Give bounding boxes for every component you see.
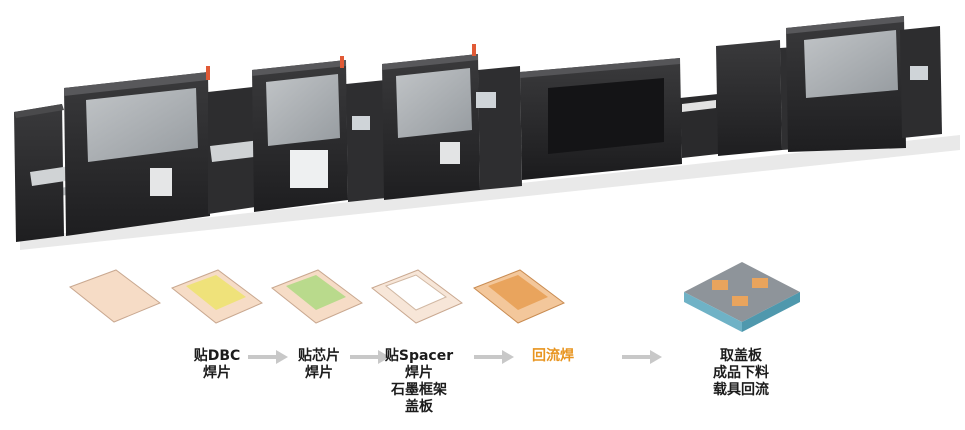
- board-stage-reflow: [473, 269, 565, 324]
- step-label-chip: 贴芯片 焊片: [298, 348, 340, 381]
- step-label-spacer: 贴Spacer 焊片 石墨框架 盖板: [384, 348, 454, 415]
- flow-arrow-4: [622, 350, 662, 364]
- unloader-module: [716, 16, 942, 156]
- board-stage-blank: [68, 269, 162, 323]
- step-label-reflow: 回流焊: [532, 348, 574, 364]
- loader-module: [14, 104, 72, 242]
- step-label-finish: 取盖板 成品下料 载具回流: [713, 348, 769, 398]
- machine-shadow: [20, 135, 960, 250]
- flow-arrow-2: [350, 350, 390, 364]
- placement-machine-3: [382, 44, 522, 200]
- flow-arrow-1: [248, 350, 288, 364]
- flow-arrow-3: [474, 350, 514, 364]
- board-stage-finished: [684, 262, 800, 332]
- board-stage-chip: [271, 269, 363, 324]
- reflow-oven: [520, 58, 718, 180]
- step-label-dbc: 贴DBC 焊片: [193, 348, 241, 381]
- placement-machine-1: [64, 66, 262, 236]
- placement-machine-2: [252, 56, 386, 212]
- board-stage-dbc: [171, 269, 263, 324]
- board-stage-spacer: [371, 269, 463, 324]
